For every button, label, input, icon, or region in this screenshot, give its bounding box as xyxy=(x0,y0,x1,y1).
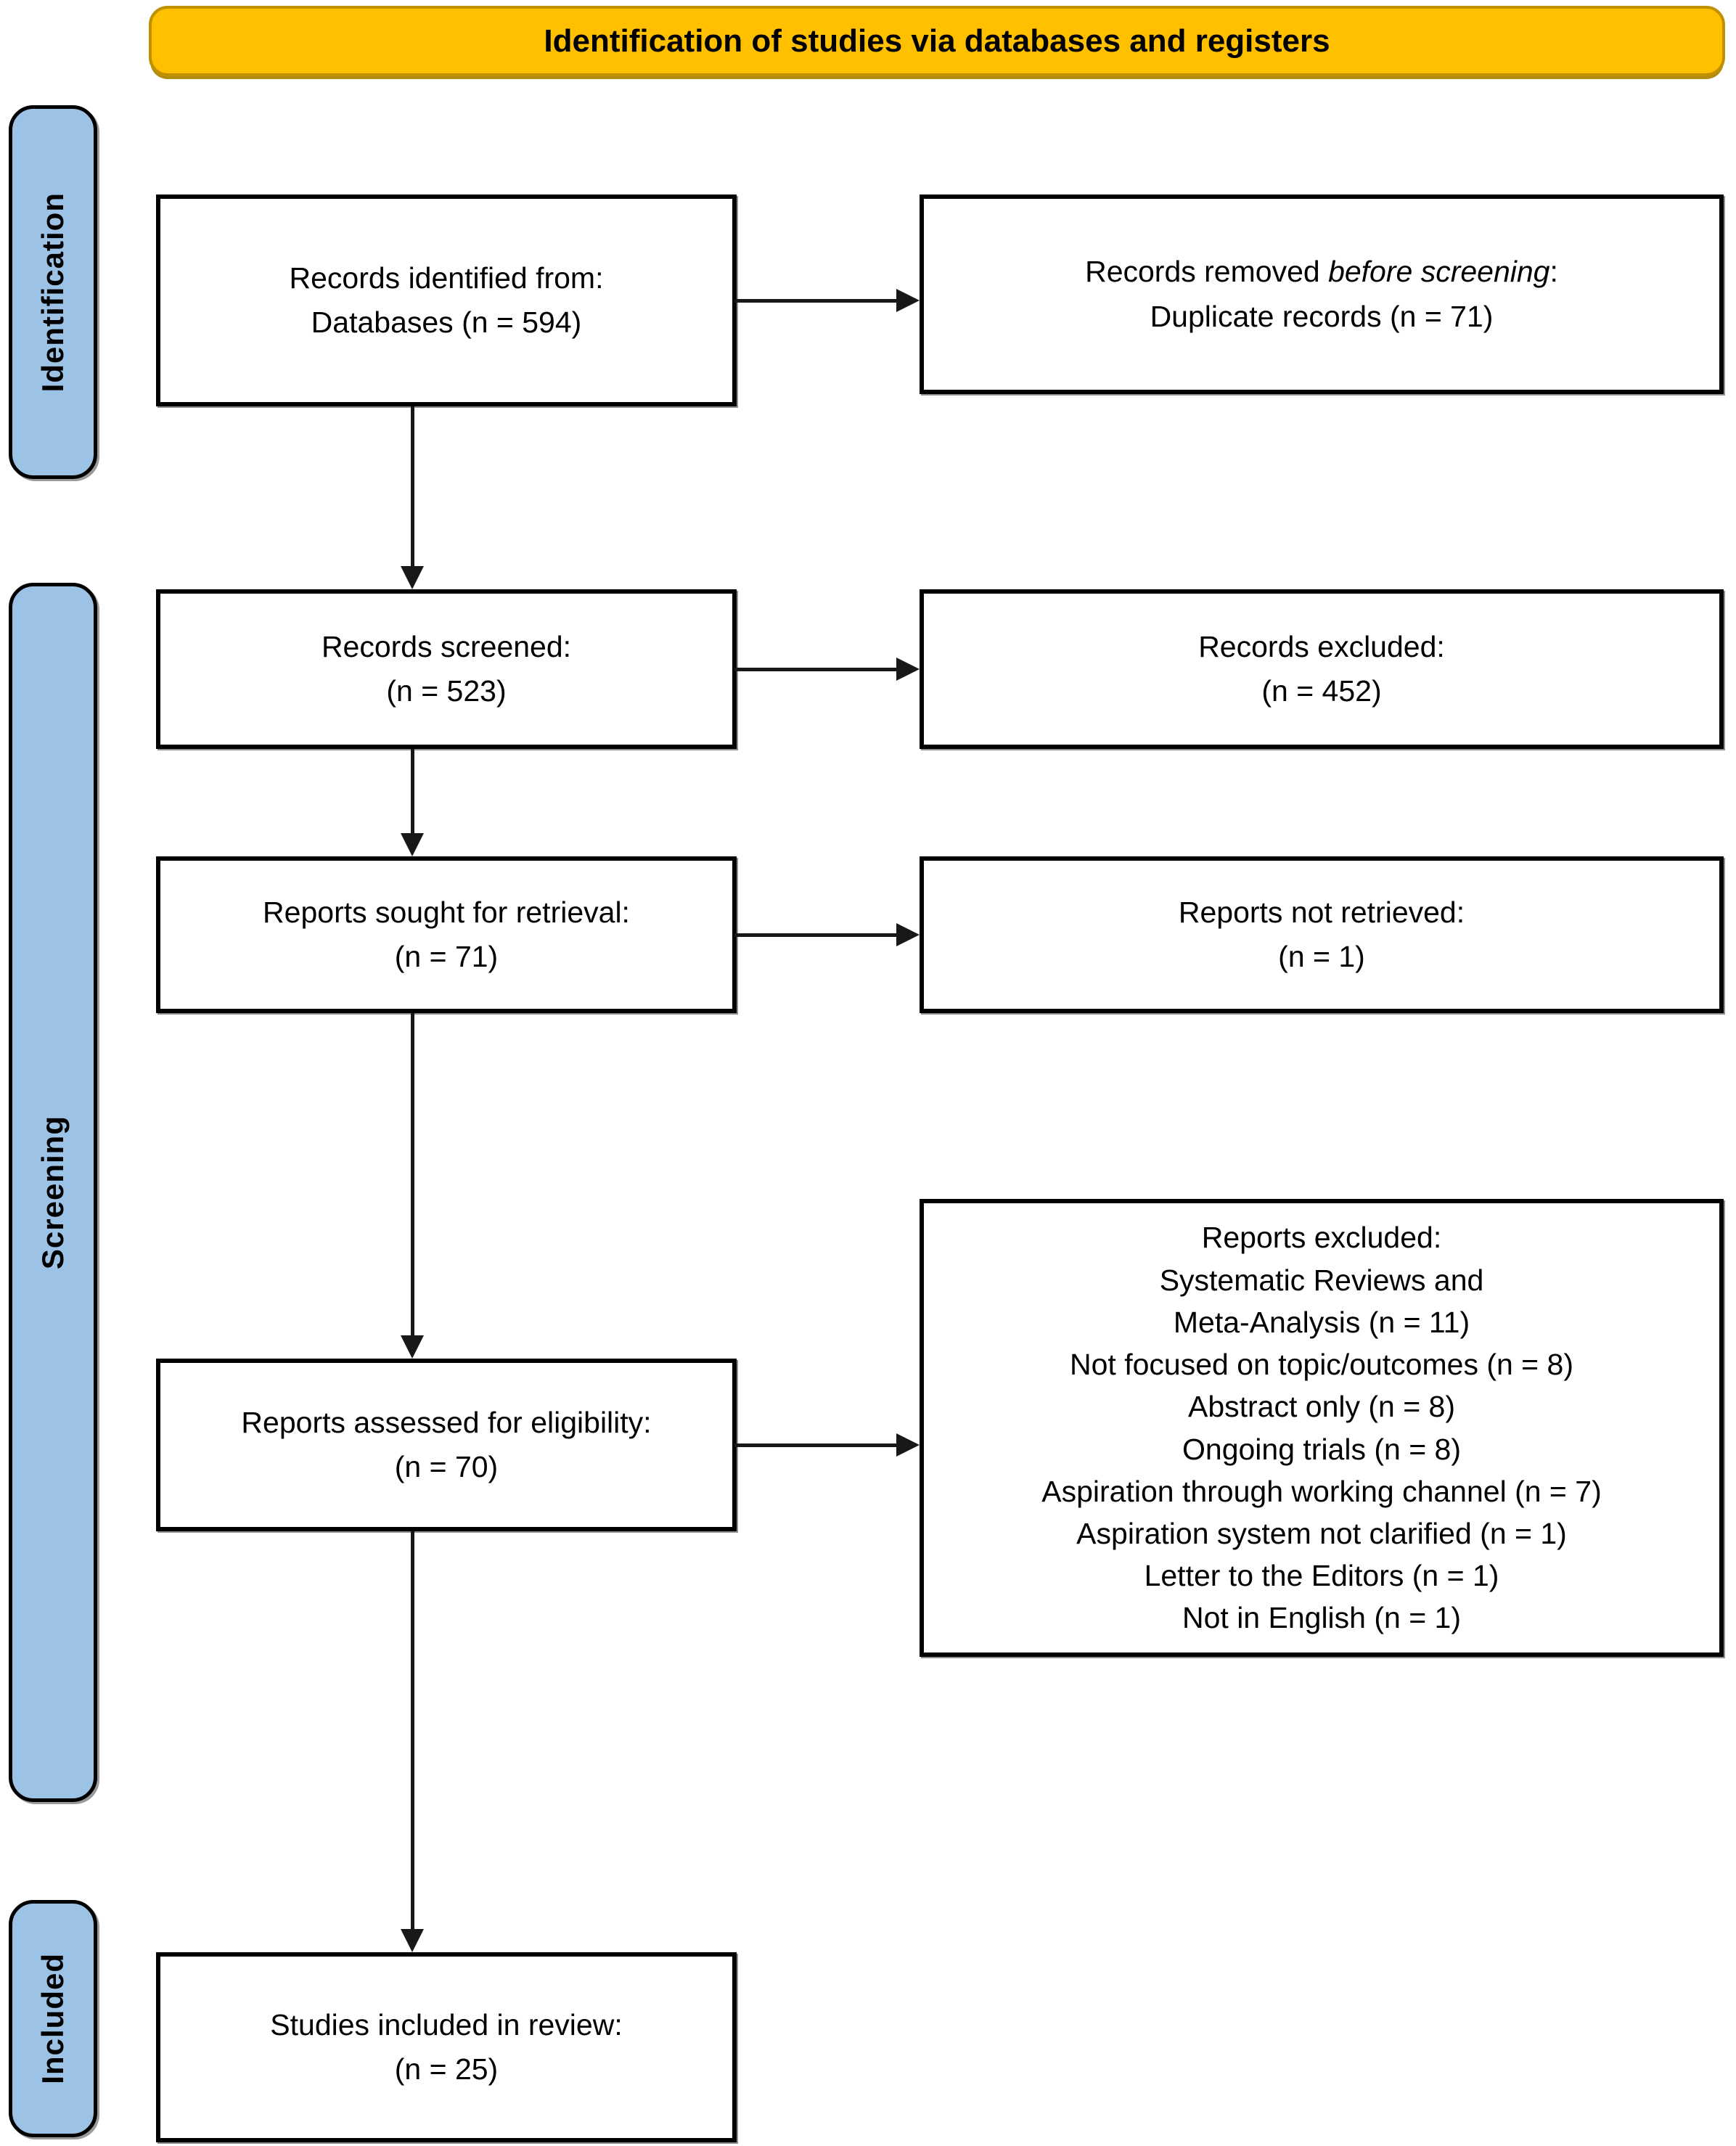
arrow-head-down-icon xyxy=(401,1335,424,1359)
box-line: Abstract only (n = 8) xyxy=(1187,1390,1456,1424)
arrow-shaft xyxy=(410,1013,414,1340)
arrow-shaft xyxy=(734,1443,901,1447)
box-line: (n = 71) xyxy=(394,940,499,973)
box-line-suffix: : xyxy=(1549,255,1558,288)
box-line: Records identified from: xyxy=(289,261,604,295)
box-line: Ongoing trials (n = 8) xyxy=(1182,1432,1461,1466)
box-line: (n = 1) xyxy=(1278,940,1365,973)
arrow-shaft xyxy=(734,667,901,671)
arrow-head-right-icon xyxy=(896,289,920,312)
box-line: Records removed before screening: xyxy=(1085,250,1558,295)
box-line: Records excluded: xyxy=(1198,629,1445,663)
box-line: (n = 70) xyxy=(394,1450,499,1483)
box-line: (n = 523) xyxy=(386,674,507,708)
box-line: Not focused on topic/outcomes (n = 8) xyxy=(1070,1348,1573,1382)
arrow-head-down-icon xyxy=(401,566,424,589)
stage-label-identification-text: Identification xyxy=(36,192,70,393)
arrow-head-right-icon xyxy=(896,658,920,681)
box-line: Reports excluded: xyxy=(1201,1221,1442,1255)
box-line-prefix: Records removed xyxy=(1085,255,1329,288)
arrow-shaft xyxy=(734,298,901,303)
arrow-head-down-icon xyxy=(401,833,424,856)
box-line: Studies included in review: xyxy=(270,2007,623,2041)
box-line: Duplicate records (n = 71) xyxy=(1150,299,1494,333)
stage-label-included-text: Included xyxy=(36,1953,70,2084)
arrow-identified-to-removed xyxy=(734,288,920,313)
box-line: Reports assessed for eligibility: xyxy=(241,1405,652,1439)
box-studies-included: Studies included in review: (n = 25) xyxy=(156,1952,737,2142)
box-line: (n = 25) xyxy=(394,2052,499,2086)
box-line-italic: before screening xyxy=(1328,255,1550,288)
arrow-shaft xyxy=(410,1531,414,1933)
arrow-screened-to-excluded xyxy=(734,657,920,681)
stage-label-included: Included xyxy=(9,1900,97,2137)
box-line: Aspiration system not clarified (n = 1) xyxy=(1076,1516,1567,1550)
stage-label-screening: Screening xyxy=(9,583,97,1802)
box-records-excluded: Records excluded: (n = 452) xyxy=(920,589,1724,749)
box-line: Reports sought for retrieval: xyxy=(263,895,630,929)
arrow-head-right-icon xyxy=(896,1433,920,1457)
box-reports-assessed: Reports assessed for eligibility: (n = 7… xyxy=(156,1359,737,1531)
box-reports-excluded-reasons: Reports excluded: Systematic Reviews and… xyxy=(920,1199,1724,1657)
arrow-screened-to-sought xyxy=(400,749,425,856)
arrow-assessed-to-included xyxy=(400,1531,425,1952)
arrow-shaft xyxy=(410,406,414,570)
box-line: Meta-Analysis (n = 11) xyxy=(1173,1305,1470,1339)
box-reports-not-retrieved: Reports not retrieved: (n = 1) xyxy=(920,856,1724,1013)
arrow-head-right-icon xyxy=(896,923,920,946)
banner-title-text: Identification of studies via databases … xyxy=(544,22,1330,59)
box-line: Records screened: xyxy=(321,629,572,663)
stage-label-screening-text: Screening xyxy=(36,1115,70,1270)
box-records-identified: Records identified from: Databases (n = … xyxy=(156,194,737,406)
arrow-shaft xyxy=(734,933,901,937)
box-records-screened: Records screened: (n = 523) xyxy=(156,589,737,749)
banner-title: Identification of studies via databases … xyxy=(149,6,1725,76)
arrow-sought-to-assessed xyxy=(400,1013,425,1359)
box-line: Databases (n = 594) xyxy=(311,306,582,339)
arrow-assessed-to-reports-excluded xyxy=(734,1433,920,1457)
arrow-shaft xyxy=(410,749,414,837)
arrow-identified-to-screened xyxy=(400,406,425,589)
box-line: Letter to the Editors (n = 1) xyxy=(1144,1559,1499,1593)
stage-label-identification: Identification xyxy=(9,105,97,479)
box-line: Not in English (n = 1) xyxy=(1182,1601,1461,1635)
box-records-removed: Records removed before screening: Duplic… xyxy=(920,194,1724,394)
box-line: Systematic Reviews and xyxy=(1159,1263,1484,1297)
box-line: Aspiration through working channel (n = … xyxy=(1041,1474,1602,1508)
box-reports-sought: Reports sought for retrieval: (n = 71) xyxy=(156,856,737,1013)
arrow-head-down-icon xyxy=(401,1929,424,1952)
arrow-sought-to-not-retrieved xyxy=(734,922,920,947)
box-line: Reports not retrieved: xyxy=(1178,895,1465,929)
box-line: (n = 452) xyxy=(1261,674,1382,708)
